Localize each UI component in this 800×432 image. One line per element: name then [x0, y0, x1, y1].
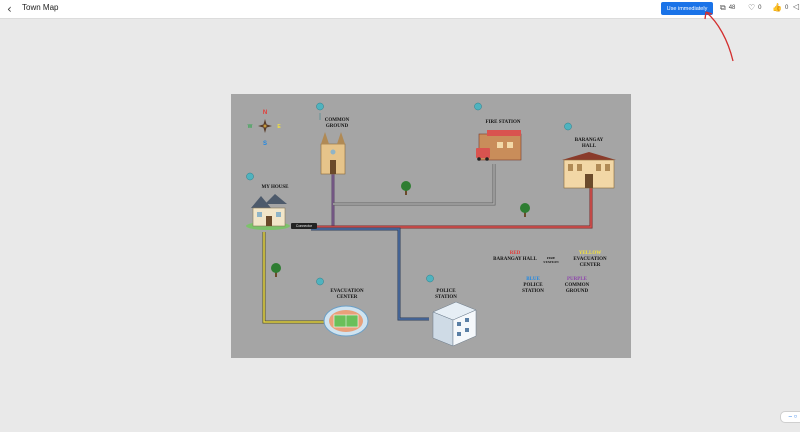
map-drawing: N S E W	[246, 102, 616, 347]
legend-purple-place: COMMON GROUND	[564, 283, 590, 294]
legend-blue-word: BLUE	[526, 277, 540, 282]
label-my-house: MY HOUSE	[261, 185, 289, 190]
tree-icons	[271, 181, 530, 277]
thumbs-up-count[interactable]: 👍 0	[772, 3, 788, 12]
fire-station-icon	[476, 130, 522, 161]
map-canvas: N S E W	[231, 94, 631, 358]
label-common-ground: COMMON GROUND	[324, 118, 350, 129]
barangay-hall-icon	[562, 152, 616, 189]
legend-fire: FIRE STATION	[539, 256, 563, 264]
label-police-station: POLICE STATION	[435, 289, 457, 300]
legend-yellow: YELLOW EVACUATION CENTER	[565, 251, 615, 269]
like-count[interactable]: ♡ 0	[748, 3, 762, 12]
top-bar: ‹ Town Map Use immediately ⧉ 48 ♡ 0 👍 0 …	[0, 0, 800, 19]
police-station-icon	[432, 301, 477, 347]
label-barangay-hall: BARANGAY HALL	[574, 138, 604, 149]
route-red	[311, 186, 593, 229]
use-immediately-button[interactable]: Use immediately	[661, 2, 713, 15]
label-fire-station: FIRE STATION	[485, 120, 521, 125]
connector-tag[interactable]: Connector	[291, 223, 317, 229]
map-pin-icons	[246, 102, 572, 286]
label-evacuation-center: EVACUATION CENTER	[330, 289, 364, 300]
legend-purple: PURPLE COMMON GROUND	[555, 277, 599, 295]
share-icon[interactable]: ◁	[793, 2, 800, 11]
legend-yellow-place: EVACUATION CENTER	[573, 257, 607, 268]
zoom-control[interactable]: – ○	[780, 411, 800, 423]
legend-yellow-word: YELLOW	[578, 251, 602, 256]
thumbs-up-icon: 👍	[772, 3, 782, 12]
church-icon	[320, 132, 346, 175]
compass-icon: N S E W	[248, 110, 282, 147]
copy-count[interactable]: ⧉ 48	[720, 3, 735, 13]
copy-icon: ⧉	[720, 3, 726, 12]
stadium-icon	[323, 305, 369, 337]
compass-w: W	[248, 124, 253, 130]
legend-purple-word: PURPLE	[567, 277, 587, 282]
house-icon	[246, 194, 290, 230]
copy-count-value: 48	[728, 5, 736, 11]
chevron-left-icon[interactable]: ‹	[7, 2, 12, 16]
legend-red: RED BARANGAY HALL	[493, 251, 537, 263]
route-yellow	[262, 232, 324, 324]
route-blue	[311, 227, 429, 321]
legend-blue: BLUE POLICE STATION	[513, 277, 553, 295]
compass-s: S	[263, 141, 267, 147]
compass-n: N	[263, 110, 267, 116]
heart-icon: ♡	[748, 3, 756, 12]
legend-fire-place: FIRE STATION	[543, 256, 559, 264]
route-gray	[333, 164, 496, 206]
legend-blue-place: POLICE STATION	[522, 283, 544, 294]
like-count-value: 0	[758, 4, 762, 11]
legend-red-word: RED	[509, 251, 521, 256]
legend-red-place: BARANGAY HALL	[493, 257, 537, 262]
thumbs-up-value: 0	[784, 4, 789, 11]
compass-e: E	[277, 124, 281, 130]
page-title: Town Map	[22, 3, 59, 12]
